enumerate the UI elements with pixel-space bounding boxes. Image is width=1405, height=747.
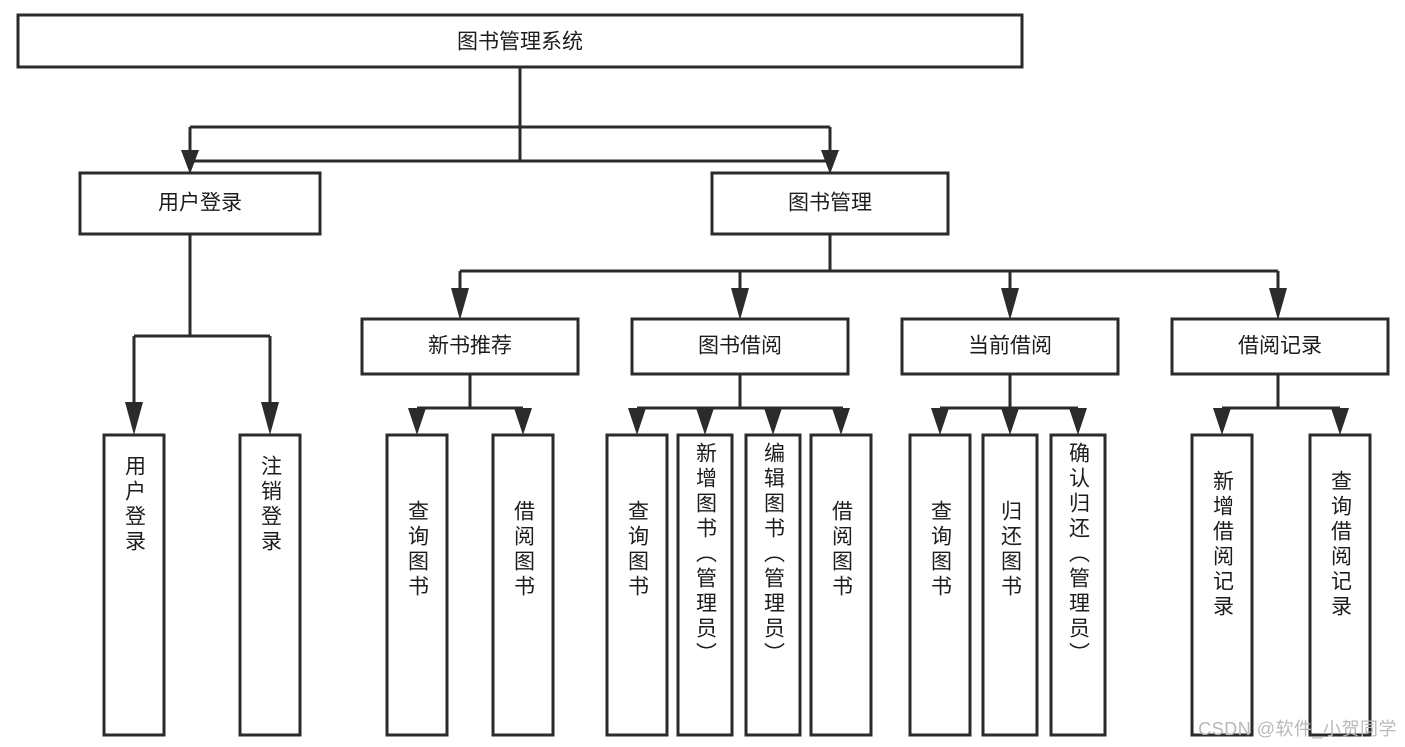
node-root-system-label: 图书管理系统 — [457, 31, 583, 54]
node-layer: 图书管理系统 用户登录 图书管理 新书推荐 图书借阅 当前借阅 借阅记录 — [16, 13, 1390, 737]
arrowhead-borrowrecord-leaf2 — [1331, 408, 1349, 435]
arrowhead-bookborrow-leaf3 — [764, 408, 782, 435]
leaf-box-query-book-borrow[interactable] — [605, 433, 669, 737]
arrowhead-book-mgmt — [821, 150, 839, 174]
leaf-box-confirm-return-admin[interactable] — [1049, 433, 1107, 737]
connector-layer — [125, 67, 1349, 435]
node-root-system[interactable] — [16, 13, 1024, 69]
arrowhead-bookborrow-leaf1 — [628, 408, 646, 435]
arrowhead-group-borrow-record — [1269, 288, 1287, 320]
node-borrow-record-label: 借阅记录 — [1238, 335, 1322, 358]
leaf-box-logout[interactable] — [238, 433, 302, 737]
node-user-login[interactable] — [78, 171, 322, 236]
leaf-box-user-login[interactable] — [102, 433, 166, 737]
arrowhead-leaf-user-login — [125, 402, 143, 435]
node-new-book-recommend-label: 新书推荐 — [428, 335, 512, 358]
arrowhead-user-login — [181, 150, 199, 174]
leaf-box-borrow-book[interactable] — [809, 433, 873, 737]
leaf-box-query-book-recommend[interactable] — [385, 433, 449, 737]
node-borrow-record[interactable] — [1170, 317, 1390, 376]
arrowhead-borrowrecord-leaf1 — [1213, 408, 1231, 435]
arrowhead-currentborrow-leaf3 — [1069, 408, 1087, 435]
arrowhead-leaf-logout — [261, 402, 279, 435]
arrowhead-currentborrow-leaf1 — [931, 408, 949, 435]
arrowhead-currentborrow-leaf2 — [1001, 408, 1019, 435]
arrowhead-bookborrow-leaf4 — [832, 408, 850, 435]
node-book-management[interactable] — [710, 171, 950, 236]
arrowhead-newbook-leaf1 — [408, 408, 426, 435]
node-book-management-label: 图书管理 — [788, 192, 872, 215]
leaf-box-return-book[interactable] — [981, 433, 1039, 737]
leaf-box-add-book-admin[interactable] — [676, 433, 734, 737]
node-new-book-recommend[interactable] — [360, 317, 580, 376]
arrowhead-group-book-borrow — [731, 288, 749, 320]
node-current-borrow[interactable] — [900, 317, 1120, 376]
leaf-box-query-borrow-record[interactable] — [1308, 433, 1372, 737]
arrowhead-group-new-book — [451, 288, 469, 320]
csdn-watermark: CSDN @软件_小贺同学 — [1198, 719, 1397, 739]
node-book-borrow-label: 图书借阅 — [698, 335, 782, 358]
node-book-borrow[interactable] — [630, 317, 850, 376]
arrowhead-newbook-leaf2 — [514, 408, 532, 435]
arrowhead-bookborrow-leaf2 — [696, 408, 714, 435]
leaf-box-query-book-current[interactable] — [908, 433, 972, 737]
leaf-box-borrow-book-recommend[interactable] — [491, 433, 555, 737]
leaf-box-add-borrow-record[interactable] — [1190, 433, 1254, 737]
arrowhead-group-current-borrow — [1001, 288, 1019, 320]
node-user-login-label: 用户登录 — [158, 192, 242, 215]
leaf-box-edit-book-admin[interactable] — [744, 433, 802, 737]
node-current-borrow-label: 当前借阅 — [968, 335, 1052, 358]
